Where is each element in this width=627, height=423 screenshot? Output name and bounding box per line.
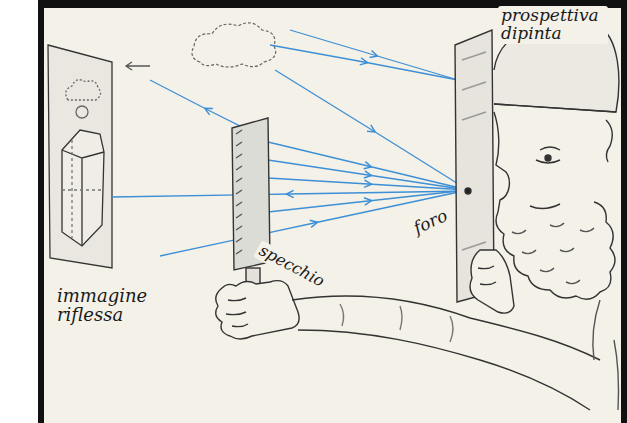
- arm-part: [298, 330, 590, 410]
- man-figure-part: [478, 266, 496, 285]
- light-rays-part: [275, 70, 468, 190]
- handwritten-label: prospettiva dipinta: [498, 6, 608, 44]
- reflected-image-panel-part: [126, 62, 150, 70]
- man-figure-part: [536, 147, 560, 163]
- light-rays-part: [268, 142, 468, 190]
- reflected-image-panel-part: [62, 150, 104, 246]
- cloud-part: [192, 23, 276, 67]
- light-rays-part: [268, 160, 468, 190]
- light-rays: [112, 30, 468, 256]
- reflected-image-panel: [48, 45, 150, 268]
- reflected-image-panel-part: [66, 80, 101, 100]
- light-rays-part: [290, 30, 458, 80]
- light-rays-part: [270, 45, 458, 80]
- mirror-part: [236, 130, 242, 254]
- man-figure-part: [470, 250, 514, 313]
- frame-part: [44, 8, 621, 423]
- man-figure-part: [606, 120, 612, 162]
- painted-perspective-panel-part: [462, 52, 486, 250]
- cloud: [192, 23, 276, 67]
- man-figure-part: [512, 223, 594, 284]
- hand-with-mirror-part: [226, 298, 248, 327]
- reflected-image-panel-part: [48, 45, 112, 268]
- arm: [292, 296, 600, 410]
- man-figure: [470, 20, 619, 410]
- man-figure-part: [496, 202, 615, 299]
- hand-with-mirror-part: [216, 281, 299, 339]
- man-figure-part: [545, 155, 551, 161]
- man-figure-part: [494, 104, 616, 112]
- man-figure-part: [530, 204, 560, 209]
- arm-part: [340, 304, 453, 342]
- light-rays-part: [268, 178, 468, 190]
- reflected-image-panel-part: [62, 130, 104, 246]
- light-rays-part: [160, 190, 468, 256]
- frame-part: [38, 0, 627, 423]
- reflected-image-panel-part: [76, 106, 88, 118]
- man-figure-part: [494, 112, 509, 212]
- handwritten-label: immagine riflessa: [54, 286, 156, 326]
- hand-with-mirror: [216, 281, 299, 339]
- frame: [38, 0, 627, 423]
- reflected-image-panel-part: [62, 140, 104, 238]
- painted-perspective-panel-part: [465, 188, 471, 194]
- man-figure-part: [593, 300, 619, 410]
